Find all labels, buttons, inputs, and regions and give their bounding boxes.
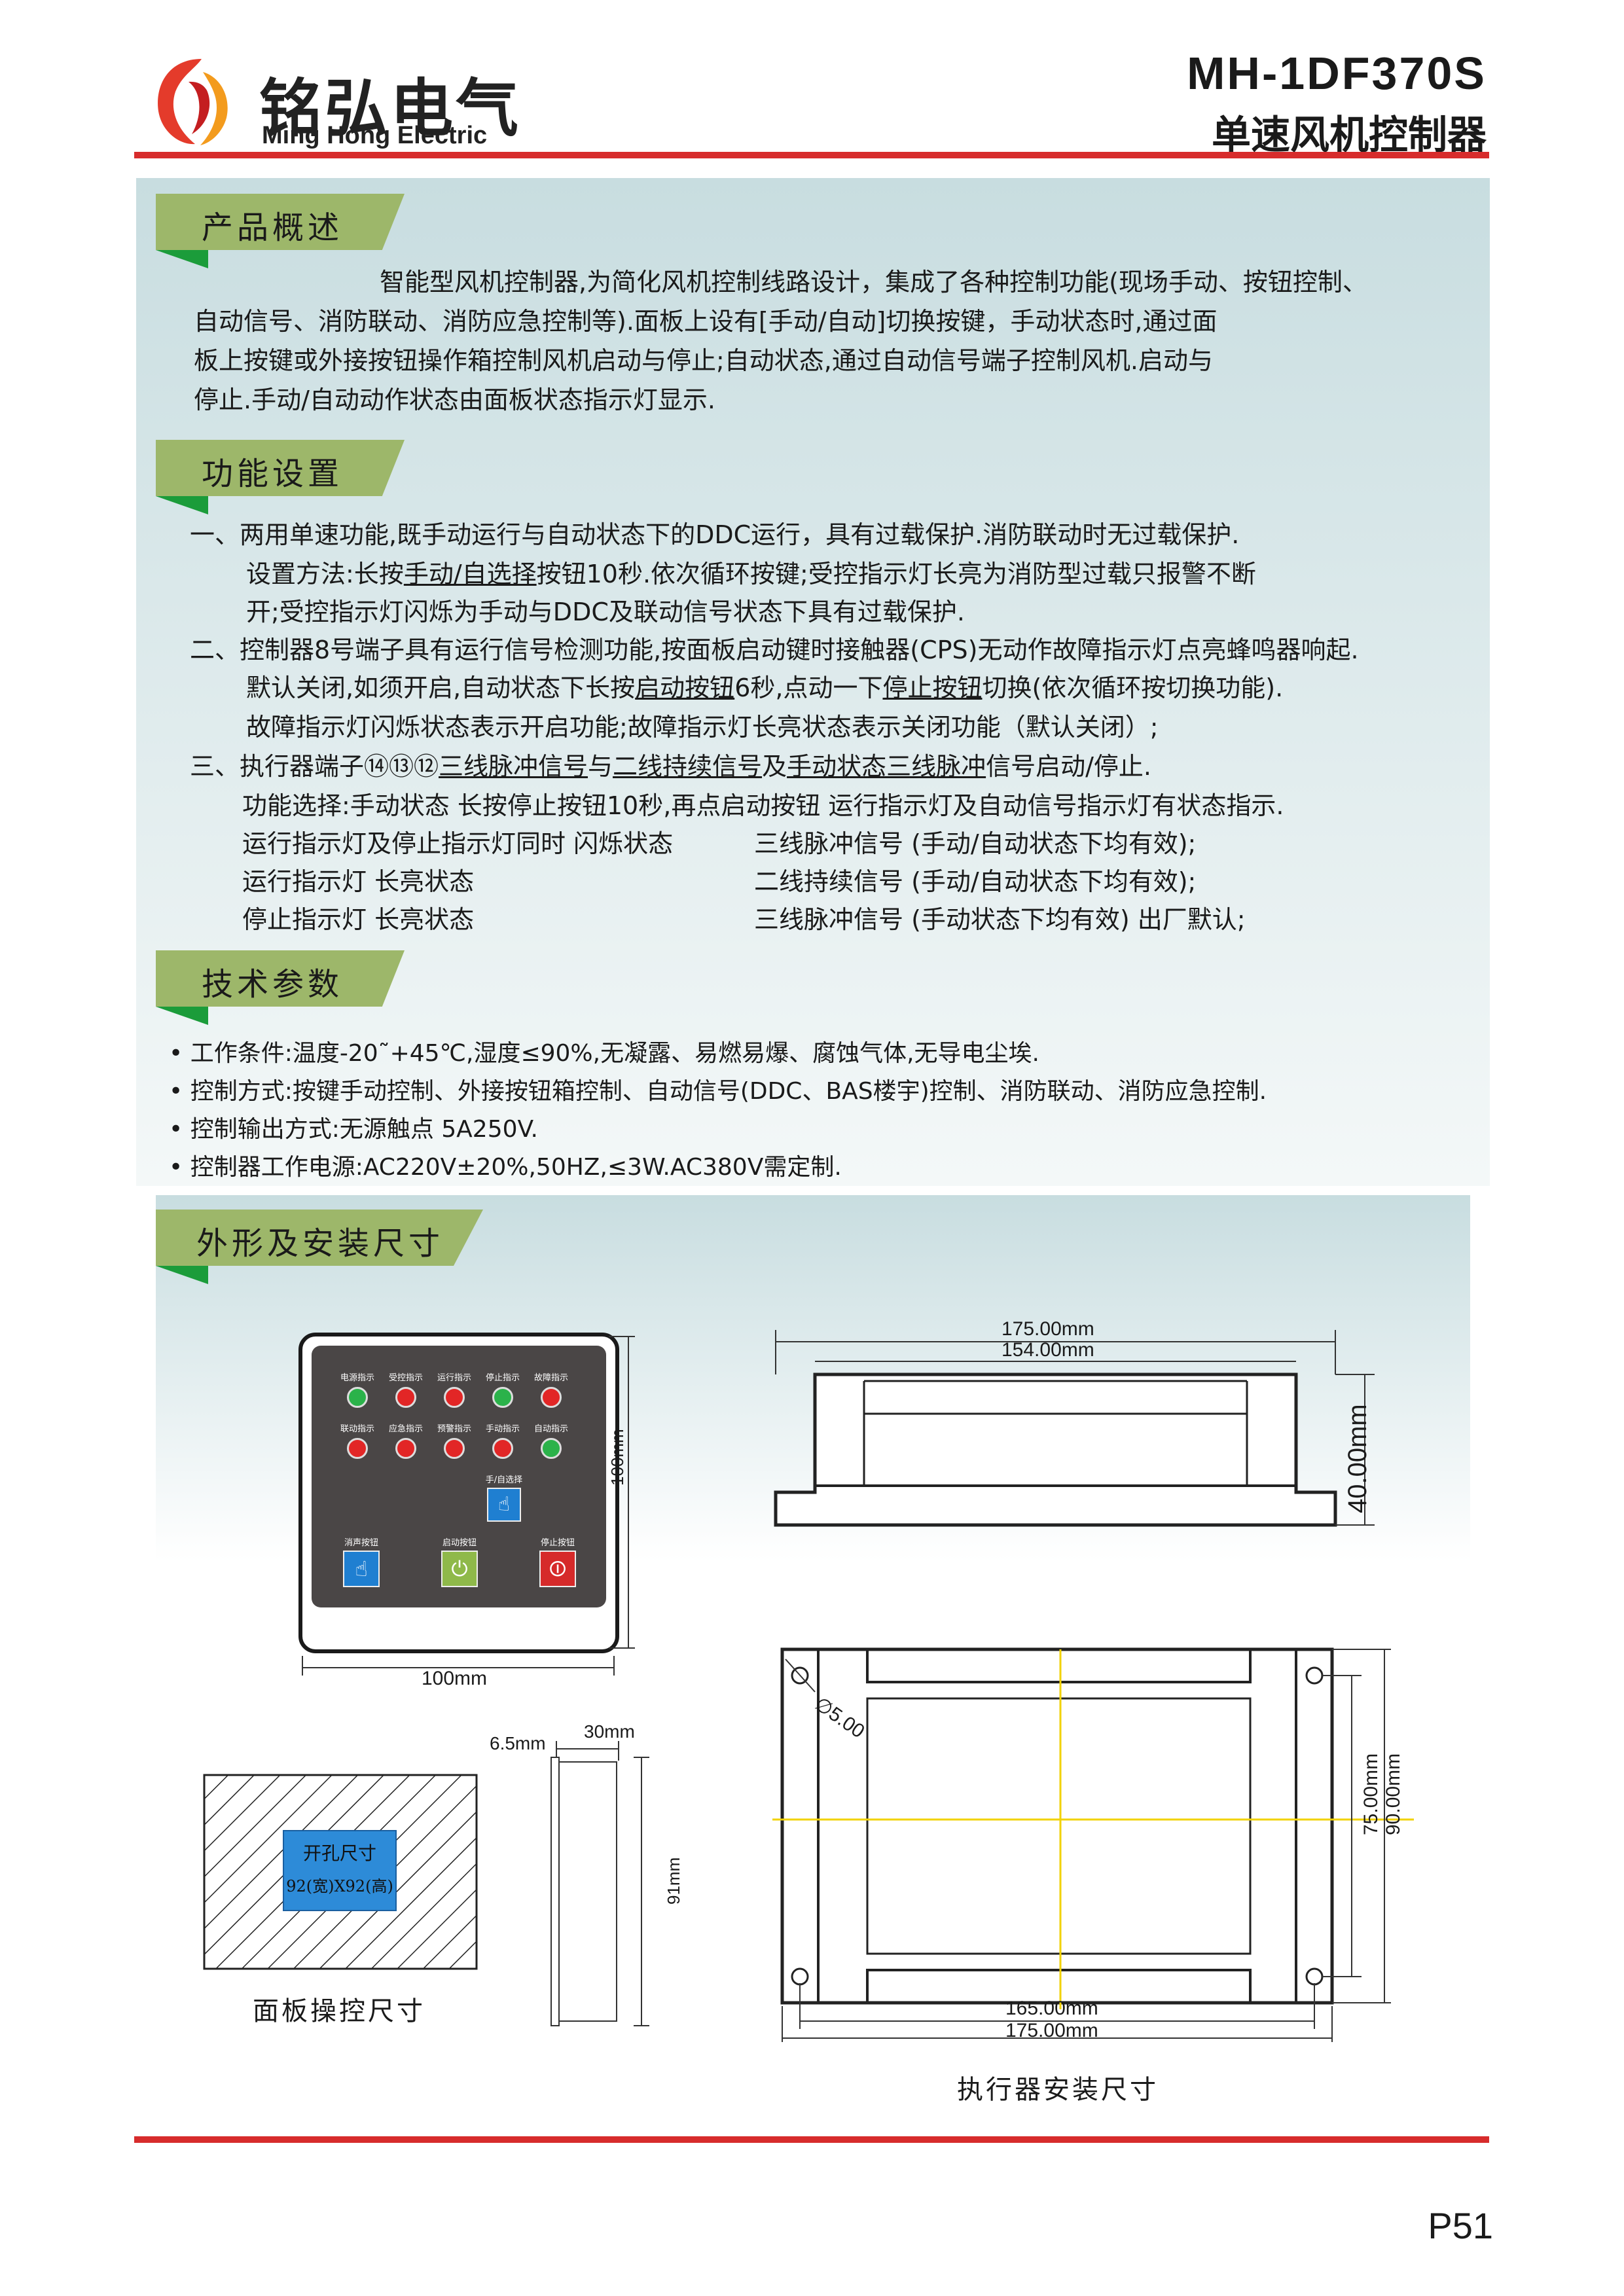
led-linkage-indicator: 联动指示 xyxy=(338,1422,377,1459)
section-title-dimensions: 外形及安装尺寸 xyxy=(196,1225,444,1262)
front-panel-dimension-lines xyxy=(302,1336,635,1676)
led-row-1: 电源指示 受控指示 运行指示 停止指示 故障指示 xyxy=(338,1371,593,1416)
section-title-overview: 产品概述 xyxy=(202,209,344,246)
spec-item: • 控制器工作电源:AC220V±20%,50HZ,≤3W.AC380V需定制. xyxy=(169,1154,842,1181)
panel-caption: 面板操控尺寸 xyxy=(253,1996,425,2026)
base-inner-height-label: 75.00mm xyxy=(1360,1753,1382,1835)
side-height-label: 91mm xyxy=(664,1857,683,1905)
model-number: MH-1DF370S xyxy=(1187,48,1487,99)
hand-icon: ☝ xyxy=(487,1488,521,1522)
power-icon: ⏻ xyxy=(441,1551,478,1587)
function-3-line-2: 功能选择:手动状态 长按停止按钮10秒,再点启动按钮 运行指示灯及自动信号指示灯… xyxy=(242,791,1284,820)
panel-buttons: 消声按钮☝ 启动按钮⏻ 停止按钮⏼ xyxy=(335,1535,584,1594)
led-emergency-indicator: 应急指示 xyxy=(386,1422,425,1459)
hand-icon: ☝ xyxy=(343,1551,380,1587)
start-button: 启动按钮⏻ xyxy=(433,1535,486,1587)
overview-line-3: 板上按键或外接按钮操作箱控制风机启动与停止;自动状态,通过自动信号端子控制风机.… xyxy=(194,346,1213,375)
mode-table-right-2: 二线持续信号 (手动/自动状态下均有效); xyxy=(754,867,1197,896)
base-outer-height-label: 90.00mm xyxy=(1382,1753,1404,1835)
led-row-2: 联动指示 应急指示 预警指示 手动指示 自动指示 xyxy=(338,1422,593,1467)
mode-table-left-3: 停止指示灯 长亮状态 xyxy=(242,905,475,934)
stop-icon: ⏼ xyxy=(539,1551,576,1587)
led-warning-indicator: 预警指示 xyxy=(435,1422,474,1459)
stop-button: 停止按钮⏼ xyxy=(532,1535,584,1587)
overview-line-4: 停止.手动/自动动作状态由面板状态指示灯显示. xyxy=(194,386,715,414)
actuator-base-view xyxy=(772,1647,1414,2042)
overview-line-2: 自动信号、消防联动、消防应急控制等).面板上设有[手动/自动]切换按键，手动状态… xyxy=(194,307,1218,336)
function-2-line-2: 默认关闭,如须开启,自动状态下长按启动按钮6秒,点动一下停止按钮切换(依次循环按… xyxy=(246,673,1284,702)
top-outer-width-label: 175.00mm xyxy=(1001,1318,1094,1340)
cutout-size: 92(宽)X92(高) xyxy=(286,1877,393,1895)
side-depth-label: 6.5mm xyxy=(490,1733,546,1753)
front-panel-height-label: 100mm xyxy=(607,1429,627,1486)
side-view-drawing xyxy=(550,1741,649,2026)
header-rule xyxy=(134,152,1489,158)
section-title-specs: 技术参数 xyxy=(202,966,344,1003)
logo-mark-icon xyxy=(158,59,228,145)
base-outer-width-label: 175.00mm xyxy=(1005,2020,1098,2041)
spec-item: • 控制方式:按键手动控制、外接按钮箱控制、自动信号(DDC、BAS楼宇)控制、… xyxy=(169,1078,1267,1105)
mode-table-right-1: 三线脉冲信号 (手动/自动状态下均有效); xyxy=(754,829,1197,858)
top-inner-width-label: 154.00mm xyxy=(1001,1339,1094,1361)
brand-name-cn: 铭弘电气 xyxy=(259,72,521,145)
section-title-functions: 功能设置 xyxy=(202,456,344,492)
section-tag-specs: 技术参数 xyxy=(156,950,405,1025)
section-tag-functions: 功能设置 xyxy=(156,440,405,514)
info-panel xyxy=(136,178,1490,1186)
mode-select-button: 手/自选择 ☝ xyxy=(478,1473,530,1522)
led-power-indicator: 电源指示 xyxy=(338,1371,377,1408)
actuator-top-view xyxy=(774,1330,1375,1527)
led-auto-indicator: 自动指示 xyxy=(532,1422,571,1459)
section-tag-dimensions: 外形及安装尺寸 xyxy=(156,1210,483,1284)
mode-table-left-2: 运行指示灯 长亮状态 xyxy=(242,867,475,896)
function-1-line-2: 设置方法:长按手动/自选择按钮10秒.依次循环按键;受控指示灯长亮为消防型过载只… xyxy=(246,560,1256,588)
led-manual-indicator: 手动指示 xyxy=(483,1422,522,1459)
actuator-caption: 执行器安装尺寸 xyxy=(957,2075,1159,2105)
spec-item: • 控制输出方式:无源触点 5A250V. xyxy=(169,1116,538,1143)
cutout-title: 开孔尺寸 xyxy=(302,1842,376,1864)
section-tag-overview: 产品概述 xyxy=(156,194,405,268)
led-fault-indicator: 故障指示 xyxy=(532,1371,571,1408)
led-stop-indicator: 停止指示 xyxy=(483,1371,522,1408)
function-1-line-1: 一、两用单速功能,既手动运行与自动状态下的DDC运行，具有过载保护.消防联动时无… xyxy=(190,520,1240,549)
footer-rule xyxy=(134,2136,1489,2143)
side-width-label: 30mm xyxy=(584,1721,635,1742)
function-3-line-1: 三、执行器端子⑭⑬⑫三线脉冲信号与二线持续信号及手动状态三线脉冲信号启动/停止. xyxy=(190,752,1151,781)
product-title: 单速风机控制器 xyxy=(1212,113,1487,158)
mute-button: 消声按钮☝ xyxy=(335,1535,388,1587)
brand-name-en: Ming Hong Electric xyxy=(262,122,488,149)
top-height-label: 40.00mm xyxy=(1343,1404,1372,1513)
cutout-label-box: 开孔尺寸 92(宽)X92(高) xyxy=(283,1830,397,1911)
overview-line-1: 智能型风机控制器,为简化风机控制线路设计，集成了各种控制功能(现场手动、按钮控制… xyxy=(380,268,1367,296)
function-1-line-3: 开;受控指示灯闪烁为手动与DDC及联动信号状态下具有过载保护. xyxy=(246,598,965,626)
page-number: P51 xyxy=(1428,2205,1493,2246)
mode-table-right-3: 三线脉冲信号 (手动状态下均有效) 出厂默认; xyxy=(754,905,1246,934)
led-control-indicator: 受控指示 xyxy=(386,1371,425,1408)
base-inner-width-label: 165.00mm xyxy=(1005,1998,1098,2019)
logo xyxy=(149,52,254,151)
function-2-line-1: 二、控制器8号端子具有运行信号检测功能,按面板启动键时接触器(CPS)无动作故障… xyxy=(190,636,1359,664)
function-2-line-3: 故障指示灯闪烁状态表示开启功能;故障指示灯长亮状态表示关闭功能（默认关闭）; xyxy=(246,713,1159,742)
spec-item: • 工作条件:温度-20˜+45℃,湿度≤90%,无凝露、易燃易爆、腐蚀气体,无… xyxy=(169,1040,1039,1067)
led-run-indicator: 运行指示 xyxy=(435,1371,474,1408)
front-panel-width-label: 100mm xyxy=(422,1668,488,1689)
mode-table-left-1: 运行指示灯及停止指示灯同时 闪烁状态 xyxy=(242,829,674,858)
